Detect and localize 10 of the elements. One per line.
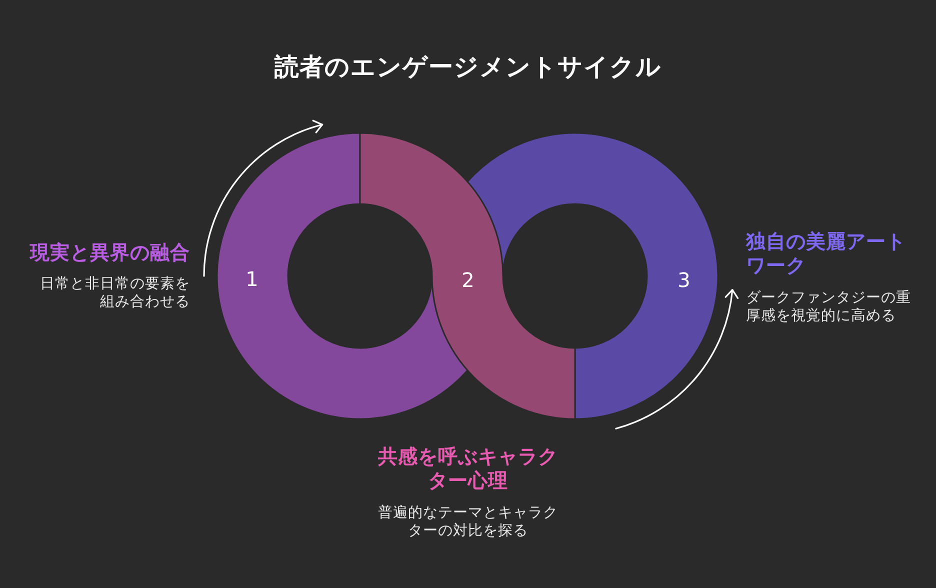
step-number: 2 [462,268,474,292]
step-description: 普遍的なテーマとキャラクターの対比を探る [377,504,559,540]
step-heading: 共感を呼ぶキャラクター心理 [377,445,559,492]
step-description: ダークファンタジーの重厚感を視覚的に高める [746,289,912,325]
step-number: 1 [246,267,258,291]
step-number: 3 [678,268,690,292]
step-heading: 独自の美麗アートワーク [746,230,907,277]
diagram-title: 読者のエンゲージメントサイクル [274,52,662,82]
step-description: 日常と非日常の要素を組み合わせる [39,275,190,311]
step-heading: 現実と異界の融合 [28,241,190,264]
